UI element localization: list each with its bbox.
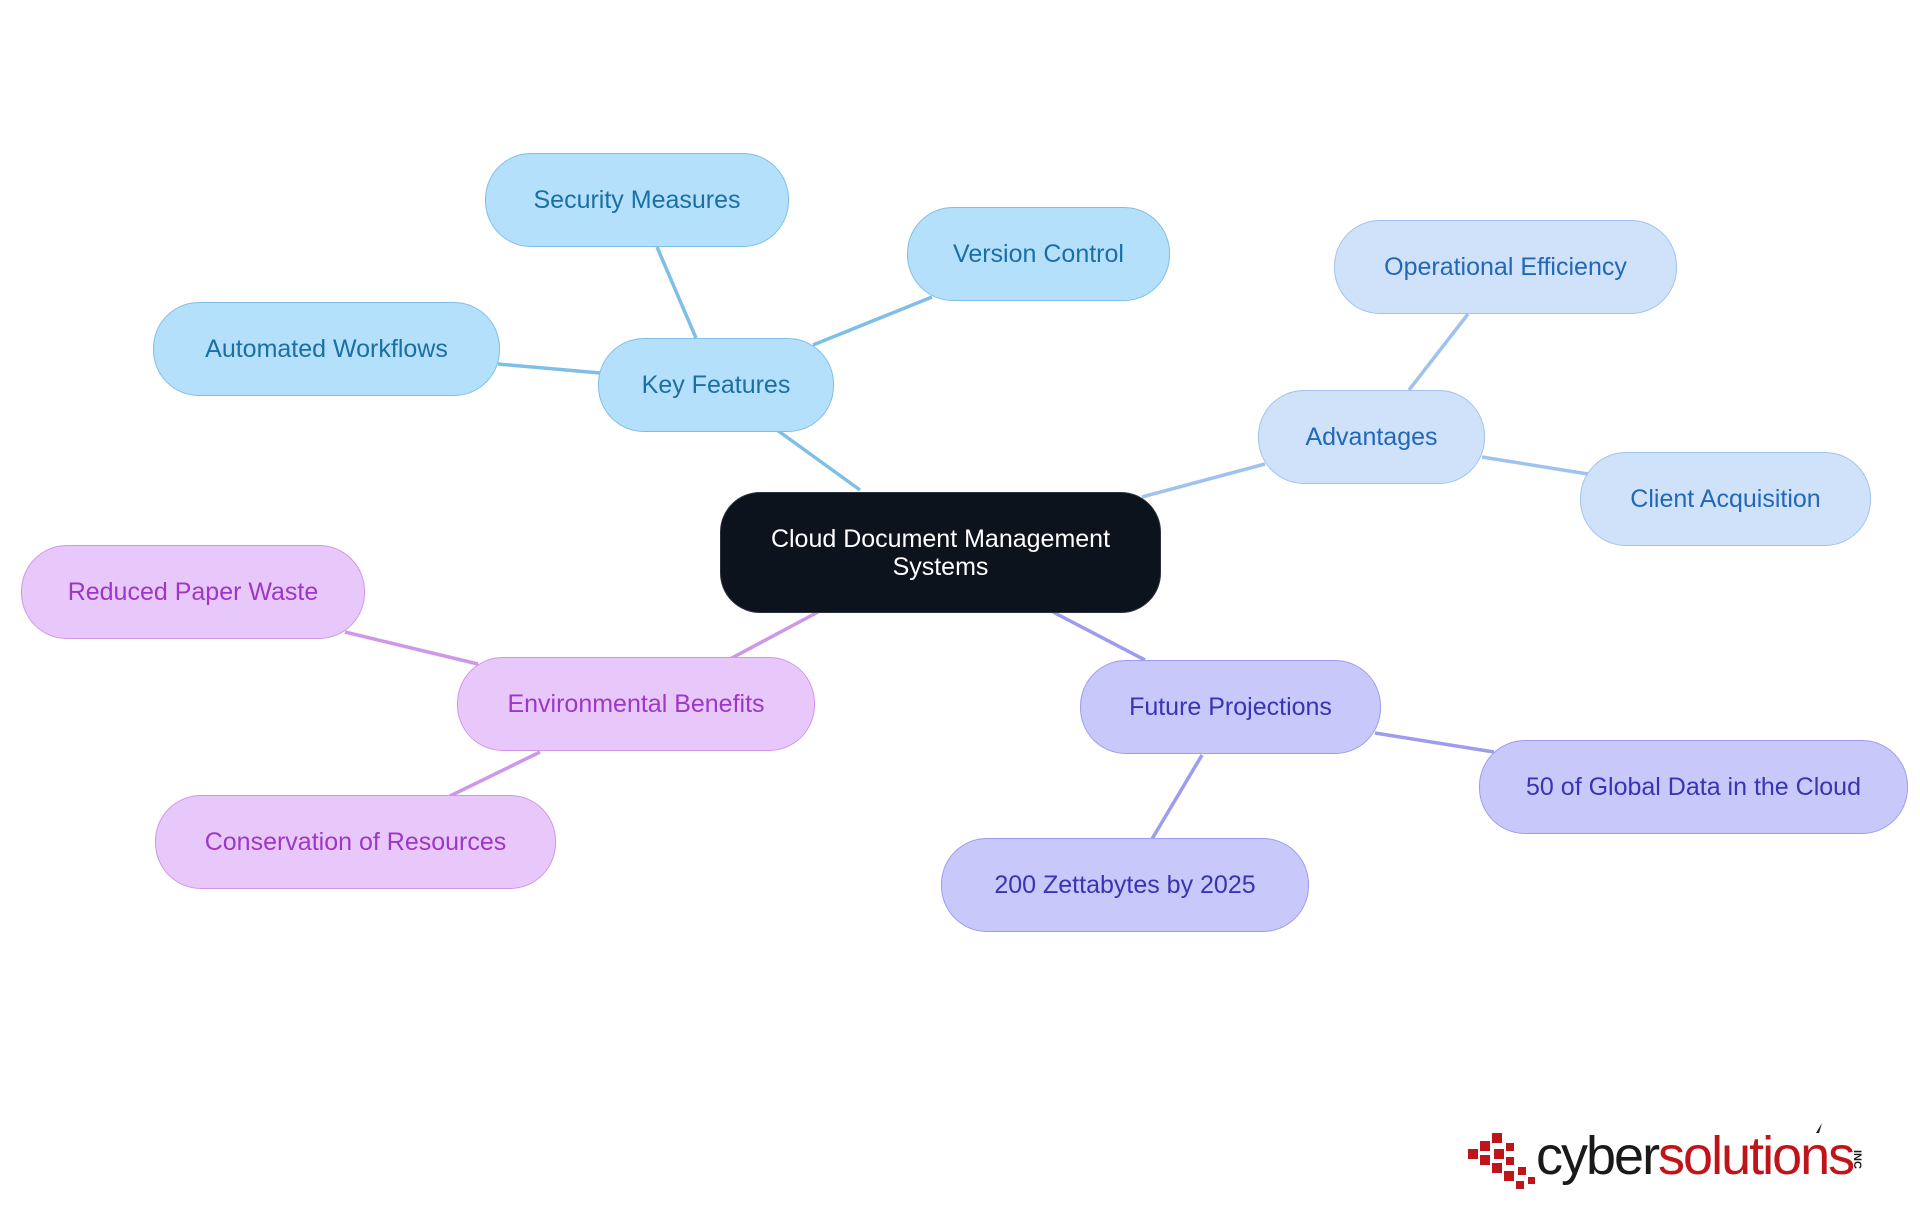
edge-center-environmental-benefits: [727, 610, 819, 662]
node-reduced-paper-waste-label: Reduced Paper Waste: [67, 578, 319, 606]
node-operational-efficiency-label: Operational Efficiency: [1384, 253, 1627, 281]
node-operational-efficiency[interactable]: Operational Efficiency: [1334, 220, 1677, 314]
node-automated-workflows[interactable]: Automated Workflows: [153, 302, 500, 396]
edge-future-projections-global-data: [1374, 731, 1495, 754]
branch-advantages[interactable]: Advantages: [1258, 390, 1485, 484]
node-version-control-label: Version Control: [953, 240, 1124, 268]
center-node-label: Cloud Document Management Systems: [770, 524, 1111, 581]
node-zettabytes-label: 200 Zettabytes by 2025: [994, 871, 1256, 899]
company-logo: cybersolutions: [1536, 1126, 1855, 1186]
edge-center-advantages: [1141, 462, 1266, 499]
logo-text-solutions: solutions: [1658, 1126, 1855, 1186]
logo-text-cyber: cyber: [1536, 1126, 1660, 1186]
node-client-acquisition-label: Client Acquisition: [1630, 485, 1821, 513]
node-version-control[interactable]: Version Control: [907, 207, 1170, 301]
node-security-measures[interactable]: Security Measures: [485, 153, 789, 247]
branch-advantages-label: Advantages: [1305, 423, 1438, 451]
red-pixel-cursor-icon: [1468, 1123, 1822, 1189]
edge-advantages-client-acquisition: [1481, 455, 1589, 476]
edge-key-features-automated-workflows: [497, 362, 601, 375]
node-automated-workflows-label: Automated Workflows: [205, 335, 448, 363]
edge-key-features-version-control: [812, 295, 933, 347]
node-conservation-of-resources-label: Conservation of Resources: [204, 828, 507, 856]
node-conservation-of-resources[interactable]: Conservation of Resources: [155, 795, 556, 889]
edge-key-features-security-measures: [655, 246, 698, 339]
edge-future-projections-zettabytes: [1150, 754, 1204, 840]
node-reduced-paper-waste[interactable]: Reduced Paper Waste: [21, 545, 365, 639]
branch-environmental-benefits[interactable]: Environmental Benefits: [457, 657, 815, 751]
edge-environmental-benefits-conservation-of-resources: [449, 750, 541, 798]
center-node[interactable]: Cloud Document Management Systems: [720, 492, 1161, 613]
edge-environmental-benefits-reduced-paper-waste: [344, 630, 479, 666]
edge-advantages-operational-efficiency: [1407, 312, 1470, 392]
branch-future-projections[interactable]: Future Projections: [1080, 660, 1381, 754]
branch-future-projections-label: Future Projections: [1129, 693, 1332, 721]
node-global-data[interactable]: 50 of Global Data in the Cloud: [1479, 740, 1908, 834]
logo-suffix-inc: INC: [1851, 1150, 1863, 1169]
node-global-data-label: 50 of Global Data in the Cloud: [1526, 773, 1861, 801]
edge-center-key-features: [775, 428, 862, 492]
edge-center-future-projections: [1052, 610, 1146, 662]
node-security-measures-label: Security Measures: [533, 186, 741, 214]
node-client-acquisition[interactable]: Client Acquisition: [1580, 452, 1871, 546]
branch-environmental-benefits-label: Environmental Benefits: [507, 690, 765, 718]
branch-key-features[interactable]: Key Features: [598, 338, 834, 432]
node-zettabytes[interactable]: 200 Zettabytes by 2025: [941, 838, 1309, 932]
branch-key-features-label: Key Features: [641, 371, 791, 399]
